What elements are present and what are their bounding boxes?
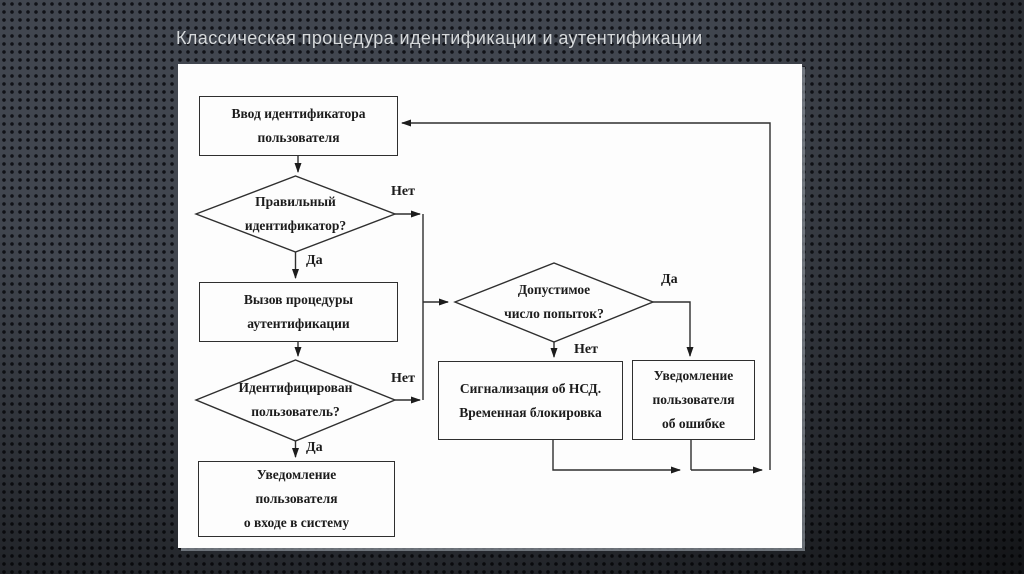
label-no-valid-identifier: Нет: [391, 184, 415, 199]
node-notify-error: Уведомление пользователя об ошибке: [632, 360, 755, 440]
node-notify-login: Уведомление пользователя о входе в систе…: [198, 461, 395, 537]
label-yes-user-identified: Да: [306, 440, 323, 455]
label-yes-valid-identifier: Да: [306, 253, 323, 268]
node-alarm-block: Сигнализация об НСД. Временная блокировк…: [438, 361, 623, 440]
decision-attempts-label: Допустимое число попыток?: [504, 282, 604, 321]
label-no-attempts: Нет: [574, 342, 598, 357]
flowchart-panel: Ввод идентификатора пользователя Правиль…: [178, 64, 802, 548]
flowchart-canvas: [194, 119, 771, 474]
node-input-identifier-line2: пользователя: [257, 130, 340, 145]
slide-title: Классическая процедура идентификации и а…: [176, 28, 703, 48]
node-input-identifier-line1: Ввод идентификатора: [231, 106, 366, 121]
label-no-user-identified: Нет: [391, 371, 415, 386]
label-yes-attempts: Да: [661, 272, 678, 287]
connector-attempts-yes: [653, 301, 694, 357]
decision-valid-identifier-label: Правильный идентификатор?: [244, 194, 347, 233]
node-input-identifier: Ввод идентификатора пользователя: [199, 96, 398, 156]
decision-user-identified-label: Идентифицирован пользователь?: [238, 380, 353, 419]
node-call-authentication: Вызов процедуры аутентификации: [199, 282, 398, 342]
connector-alarm-out: [552, 440, 681, 474]
connector-loop-back-to-input: [401, 119, 771, 470]
